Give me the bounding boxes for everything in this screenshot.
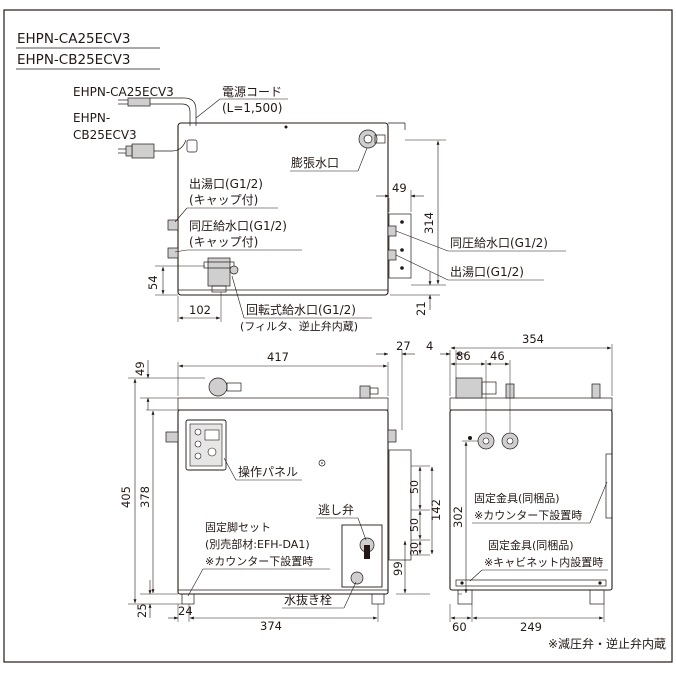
dim-front-378: 378 [138,486,152,508]
label-bracket-counter: 固定金具(同梱品) [474,491,560,505]
dim-front-99: 99 [391,561,405,576]
label-expansion-outlet: 膨張水口 [291,156,339,170]
dim-front-50b: 50 [408,518,421,532]
dim-side-60: 60 [452,620,467,634]
dim-side-354: 354 [522,332,544,346]
model-title-ca: EHPN-CA25ECV3 [17,31,130,47]
front-expansion-icon [208,377,242,397]
side-top-lid [449,397,613,411]
dim-front-25: 25 [135,603,149,618]
front-view: 操作パネル 逃し弁 固定脚セット (別売部材:EFH-DA1) ※カウンター下設… [119,339,443,633]
dim-front-405: 405 [119,486,133,508]
dim-top-314: 314 [422,212,436,234]
side-bracket-counter [605,453,613,519]
label-relief-valve: 逃し弁 [318,502,354,517]
dim-side-4: 4 [426,339,433,353]
side-bracket-cabinet [455,579,607,587]
label-power-cord-length: (L=1,500) [222,101,282,115]
label-cord-ca: EHPN-CA25ECV3 [73,85,174,99]
relief-valve-icon [341,524,383,588]
side-top-fittings-icon [455,377,601,399]
dim-front-30: 30 [408,542,421,556]
label-cord-cb-2: CB25ECV3 [73,128,137,142]
side-foot-left [457,589,473,605]
label-fixing-leg-note: ※カウンター下設置時 [205,554,313,568]
top-view-body [177,122,389,296]
dim-front-50a: 50 [408,480,421,494]
front-foot-right [371,593,385,605]
dim-top-102: 102 [189,303,211,317]
label-bracket-counter-note: ※カウンター下設置時 [474,508,582,522]
dim-side-46: 46 [490,349,505,363]
front-foot-left [181,593,195,605]
label-control-panel: 操作パネル [238,464,298,479]
dim-front-142: 142 [429,499,443,521]
footnote: ※減圧弁・逆止弁内蔵 [548,636,666,651]
dim-front-374: 374 [260,619,282,633]
side-ports-icon [468,432,519,450]
top-side-bracket [388,213,412,279]
label-fixing-leg-set: 固定脚セット [205,520,271,534]
label-same-pressure-left: 同圧給水口(G1/2) [189,219,287,233]
label-bracket-cabinet-note: ※キャビネット内設置時 [484,555,603,569]
power-cord [150,103,191,126]
dim-front-417: 417 [267,350,289,364]
label-hot-outlet-left: 出湯口(G1/2) [189,177,263,191]
label-fixing-leg-sold: (別売部材:EFH-DA1) [205,537,310,551]
plug-cb-icon [118,139,187,159]
label-hot-outlet-left-cap: (キャップ付) [189,193,258,207]
dim-side-86: 86 [456,349,471,363]
dim-top-54: 54 [146,275,160,290]
front-top-pipe-icon [359,385,379,399]
top-view: EHPN-CA25ECV3 EHPN- CB25ECV3 電源コード (L=1,… [73,85,566,333]
label-power-cord: 電源コード [222,85,282,99]
plug-ca-icon [118,97,151,107]
label-cord-cb-1: EHPN- [73,111,110,125]
front-right-bracket [388,449,412,561]
expansion-outlet-icon [358,129,386,149]
label-same-pressure-left-cap: (キャップ付) [189,235,258,249]
left-fittings-icon [167,219,179,259]
label-bracket-cabinet: 固定金具(同梱品) [488,538,574,552]
model-title-cb: EHPN-CB25ECV3 [17,52,130,68]
dim-front-24: 24 [178,604,193,618]
dim-top-21: 21 [414,301,428,316]
side-foot-right [589,589,605,605]
dim-side-249: 249 [520,620,542,634]
front-top-lid [177,397,389,411]
label-rotary-inlet: 回転式給水口(G1/2) [246,303,356,317]
front-left-fitting-icon [165,431,179,443]
dim-side-302: 302 [451,506,465,528]
dim-top-49: 49 [392,181,407,195]
drawing-frame [3,9,673,663]
rotary-inlet-icon [203,257,239,293]
front-view-body [177,409,389,595]
control-panel-icon [185,419,227,471]
label-drain-plug: 水抜き栓 [284,592,332,607]
side-view: 固定金具(同梱品) ※カウンター下設置時 固定金具(同梱品) ※キャビネット内設… [426,332,613,634]
label-same-pressure-right: 同圧給水口(G1/2) [450,236,548,250]
dim-front-49: 49 [133,361,147,376]
label-rotary-inlet-note: (フィルタ、逆止弁内蔵) [240,319,358,333]
label-hot-outlet-right: 出湯口(G1/2) [450,265,524,279]
front-side-fitting-icon [387,429,397,443]
dim-front-27: 27 [396,339,411,353]
